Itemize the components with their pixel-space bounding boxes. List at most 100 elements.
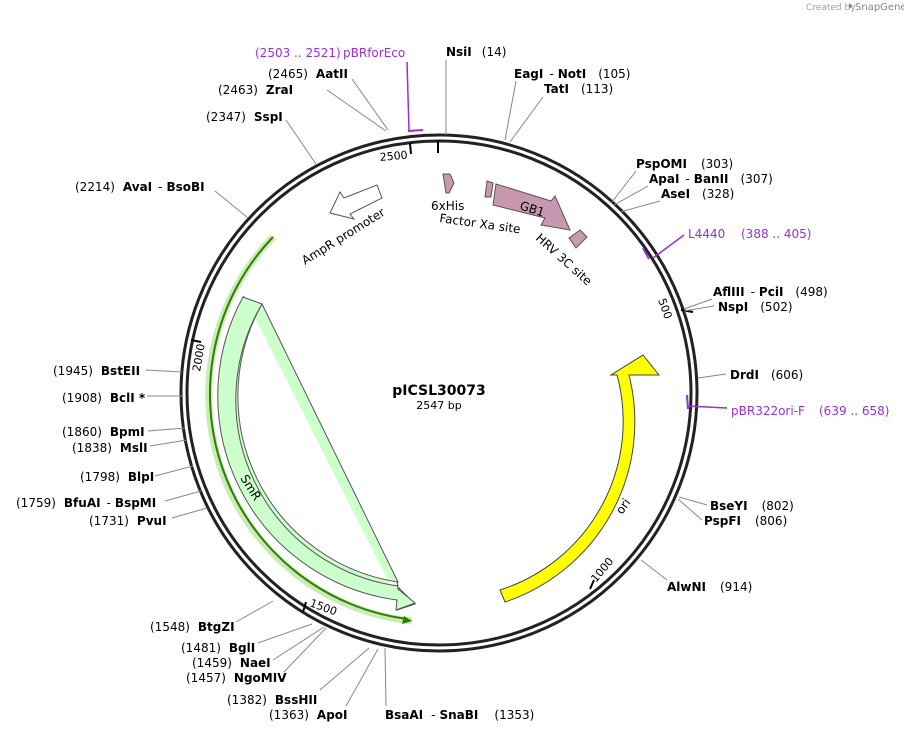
hrv-3c-arrow[interactable]: [568, 229, 588, 249]
bsshii-leader: [319, 647, 370, 691]
tick-1000-mark: [589, 579, 595, 590]
pbr322ori-name: pBR322ori-F: [731, 404, 805, 418]
site-apoi[interactable]: (1363)ApoI: [269, 708, 348, 722]
site-labels: NsiI(14) EagI-NotI(105) TatI(113) PspOMI…: [16, 45, 828, 722]
bseyi-leader: [678, 496, 708, 506]
created-by-text: Created by: [806, 3, 856, 13]
site-bfuai-bspmi[interactable]: (1759)BfuAI-BspMI: [16, 496, 156, 510]
site-apai-banii[interactable]: ApaI-BanII(307): [649, 172, 773, 186]
site-sspi[interactable]: (2347)SspI: [206, 110, 283, 124]
6xhis-arrow[interactable]: [442, 173, 455, 194]
msli-leader: [149, 439, 188, 447]
l4440-primer-mark[interactable]: [642, 247, 650, 260]
tick-500-label: 500: [655, 297, 674, 321]
site-avai-bsobi[interactable]: (2214)AvaI-BsoBI: [75, 180, 205, 194]
site-asei[interactable]: AseI(328): [661, 187, 734, 201]
alwni-leader: [640, 559, 668, 581]
bsteii-leader: [145, 369, 183, 373]
site-msli[interactable]: (1838)MslI: [72, 441, 148, 455]
factor-xa-arrow[interactable]: [484, 180, 494, 198]
site-leaders: [145, 60, 727, 707]
bsaai-leader: [384, 647, 387, 707]
site-eagi-noti[interactable]: EagI-NotI(105): [514, 67, 630, 81]
btgzi-leader: [235, 600, 274, 623]
plasmid-length: 2547 bp: [416, 399, 461, 412]
drdi-leader: [697, 373, 727, 379]
snapgene-icon: [849, 3, 853, 9]
site-alwni[interactable]: AlwNI(914): [667, 580, 752, 594]
l4440-name: L4440: [688, 227, 725, 241]
site-nspi[interactable]: NspI(502): [718, 300, 793, 314]
avai-leader: [214, 190, 249, 219]
ori-arrow[interactable]: [499, 354, 661, 603]
site-afliii-pcii[interactable]: AflIII-PciI(498): [713, 285, 828, 299]
naei-leader: [272, 626, 325, 661]
tick-2000-label: 2000: [190, 343, 208, 373]
site-bsaai-snabi[interactable]: BsaAI-SnaBI(1353): [385, 708, 534, 722]
nspi-leader: [683, 305, 715, 312]
backbone-outer-circle: [179, 133, 699, 653]
hrv-3c-label: HRV 3C site: [533, 231, 595, 288]
pbrforeco-range: (2503 .. 2521): [255, 46, 341, 60]
pbrforeco-leader: [406, 61, 410, 131]
site-nsii[interactable]: NsiI(14): [446, 45, 506, 59]
tick-1500-mark: [302, 601, 307, 613]
site-pspomi[interactable]: PspOMI(303): [636, 157, 733, 171]
bpmi-leader: [147, 427, 186, 432]
gb1-arrow[interactable]: [492, 183, 571, 231]
pbr322ori-primer-mark[interactable]: [686, 394, 689, 410]
smr-outline-arrowhead: [402, 616, 412, 624]
factor-xa-label: Factor Xa site: [439, 211, 522, 236]
apoi-leader: [345, 648, 379, 707]
smr-outline-line: [208, 236, 408, 620]
site-bseyi[interactable]: BseYI(802): [710, 499, 794, 513]
site-bsteii[interactable]: (1945)BstEII: [53, 364, 140, 378]
tick-1000-label: 1000: [588, 555, 616, 585]
l4440-range: (388 .. 405): [741, 227, 811, 241]
aatii-leader: [351, 78, 389, 131]
site-ngomiv[interactable]: (1457)NgoMIV: [186, 671, 287, 685]
bfuai-leader: [164, 490, 202, 502]
site-bsshii[interactable]: (1382)BssHII: [227, 693, 317, 707]
tati-leader: [509, 96, 544, 143]
ampr-promoter-arrow[interactable]: [329, 184, 383, 220]
site-naei[interactable]: (1459)NaeI: [192, 656, 271, 670]
pbrforeco-primer-mark[interactable]: [407, 129, 424, 132]
asei-leader: [619, 200, 661, 213]
site-bcli[interactable]: (1908)BclI *: [62, 391, 146, 405]
pbr322ori-range: (639 .. 658): [819, 404, 889, 418]
site-pvui[interactable]: (1731)PvuI: [89, 514, 167, 528]
sspi-leader: [285, 119, 317, 165]
primers: (2503 .. 2521) pBRforEco L4440 (388 .. 4…: [255, 46, 889, 418]
6xhis-label: 6xHis: [431, 199, 464, 213]
site-blpi[interactable]: (1798)BlpI: [80, 470, 154, 484]
tick-2500-label: 2500: [379, 149, 408, 164]
l4440-leader: [652, 234, 685, 259]
site-aatii[interactable]: (2465)AatII: [268, 67, 348, 81]
tick-2000-mark: [190, 339, 202, 343]
ngomiv-leader: [283, 627, 327, 673]
bgli-leader: [257, 623, 313, 644]
pvui-leader: [171, 507, 208, 519]
pspfi-leader: [677, 498, 703, 521]
snapgene-logo: Created by SnapGene: [806, 2, 904, 13]
site-drdi[interactable]: DrdI(606): [730, 368, 803, 382]
site-bgli[interactable]: (1481)BglI: [181, 641, 255, 655]
eagi-leader: [504, 80, 517, 141]
site-btgzi[interactable]: (1548)BtgZI: [150, 620, 235, 634]
snapgene-name: SnapGene: [855, 2, 904, 13]
site-tati[interactable]: TatI(113): [544, 82, 613, 96]
smr-arrow-body: [217, 296, 416, 611]
site-zrai[interactable]: (2463)ZraI: [218, 83, 293, 97]
blpi-leader: [154, 465, 194, 477]
site-bpmi[interactable]: (1860)BpmI: [62, 425, 145, 439]
plasmid-name: pICSL30073: [392, 383, 485, 399]
site-pspfi[interactable]: PspFI(806): [704, 514, 787, 528]
pspomi-leader: [611, 170, 637, 203]
zrai-leader: [326, 89, 387, 132]
pbr322ori-leader: [686, 405, 728, 409]
afliii-leader: [683, 298, 713, 310]
pbrforeco-name: pBRforEco: [343, 46, 405, 60]
apai-leader: [613, 185, 649, 206]
